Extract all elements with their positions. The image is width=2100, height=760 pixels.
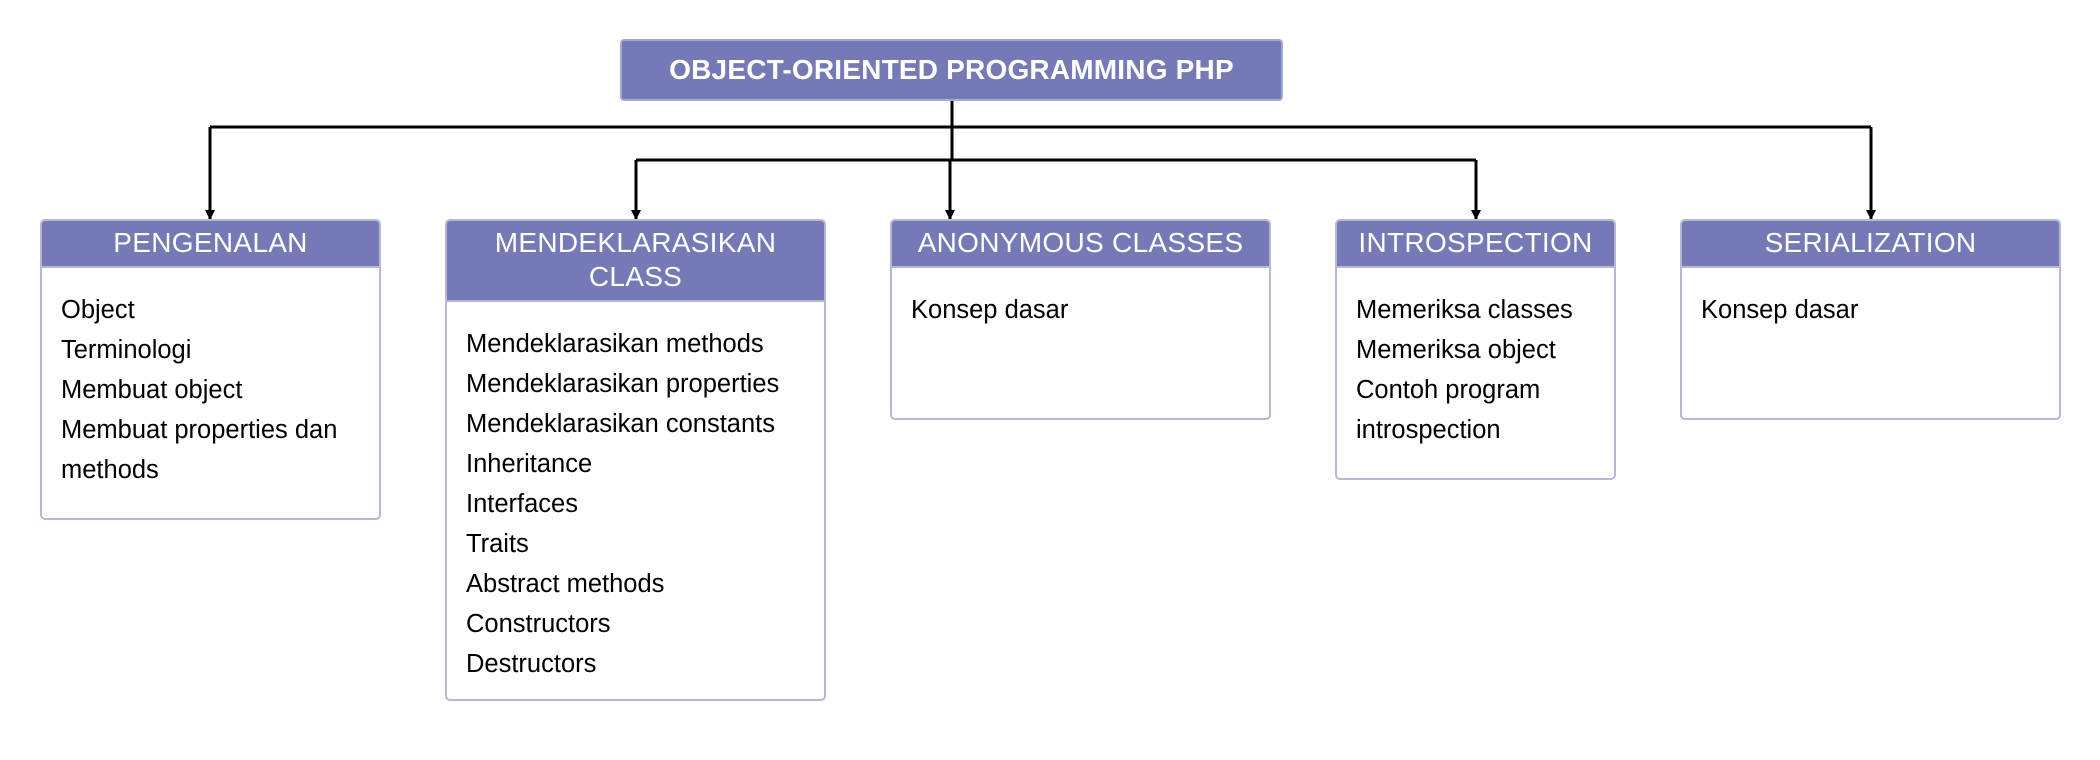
category-body-introspection: Memeriksa classes Memeriksa object Conto…: [1337, 268, 1614, 450]
list-item: Mendeklarasikan methods: [466, 330, 764, 358]
list-item: Traits: [466, 530, 529, 558]
category-box-anonymous-classes: ANONYMOUS CLASSES Konsep dasar: [890, 219, 1271, 420]
connector-inner-rail: [636, 127, 1476, 162]
list-item: Terminologi: [61, 336, 192, 364]
list-item: Membuat object: [61, 376, 243, 404]
category-header-anonymous-classes: ANONYMOUS CLASSES: [892, 221, 1269, 268]
category-box-introspection: INTROSPECTION Memeriksa classes Memeriks…: [1335, 219, 1616, 480]
category-box-mendeklarasikan-class: MENDEKLARASIKAN CLASS Mendeklarasikan me…: [445, 219, 826, 701]
category-body-serialization: Konsep dasar: [1682, 268, 2059, 330]
list-item: Inheritance: [466, 450, 593, 478]
list-item: Konsep dasar: [1701, 296, 1859, 324]
root-node: OBJECT-ORIENTED PROGRAMMING PHP: [620, 39, 1283, 101]
category-header-serialization: SERIALIZATION: [1682, 221, 2059, 268]
list-item: Contoh program introspection: [1356, 376, 1541, 444]
list-item: Konsep dasar: [911, 296, 1069, 324]
list-item: Mendeklarasikan properties: [466, 370, 780, 398]
list-item: Constructors: [466, 610, 611, 638]
list-item: Memeriksa object: [1356, 336, 1556, 364]
category-header-mendeklarasikan-class: MENDEKLARASIKAN CLASS: [447, 221, 824, 302]
category-body-anonymous-classes: Konsep dasar: [892, 268, 1269, 330]
root-title: OBJECT-ORIENTED PROGRAMMING PHP: [669, 54, 1234, 85]
list-item: Memeriksa classes: [1356, 296, 1573, 324]
category-body-mendeklarasikan-class: Mendeklarasikan methods Mendeklarasikan …: [447, 302, 824, 684]
list-item: Mendeklarasikan constants: [466, 410, 776, 438]
list-item: Abstract methods: [466, 570, 665, 598]
category-body-pengenalan: Object Terminologi Membuat object Membua…: [42, 268, 379, 490]
category-box-pengenalan: PENGENALAN Object Terminologi Membuat ob…: [40, 219, 381, 520]
list-item: Object: [61, 296, 135, 324]
category-box-serialization: SERIALIZATION Konsep dasar: [1680, 219, 2061, 420]
category-header-pengenalan: PENGENALAN: [42, 221, 379, 268]
list-item: Destructors: [466, 650, 597, 678]
list-item: Interfaces: [466, 490, 578, 518]
category-header-introspection: INTROSPECTION: [1337, 221, 1614, 268]
list-item: Membuat properties dan methods: [61, 416, 338, 484]
